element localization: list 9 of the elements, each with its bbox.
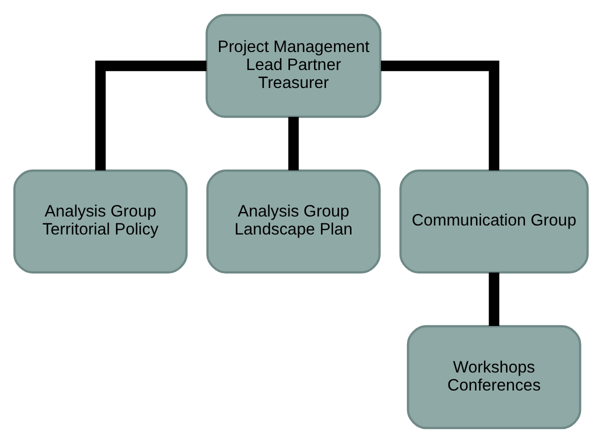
node-box: Project Management Lead Partner Treasurer xyxy=(206,14,382,118)
node-box: Communication Group xyxy=(399,170,589,274)
connector xyxy=(488,272,500,326)
node-box: Analysis Group Landscape Plan xyxy=(206,170,381,274)
connector xyxy=(95,60,207,171)
node-box: Workshops Conferences xyxy=(406,325,582,430)
node-box: Analysis Group Territorial Policy xyxy=(13,170,188,274)
connector xyxy=(288,116,299,170)
connector xyxy=(380,60,500,171)
